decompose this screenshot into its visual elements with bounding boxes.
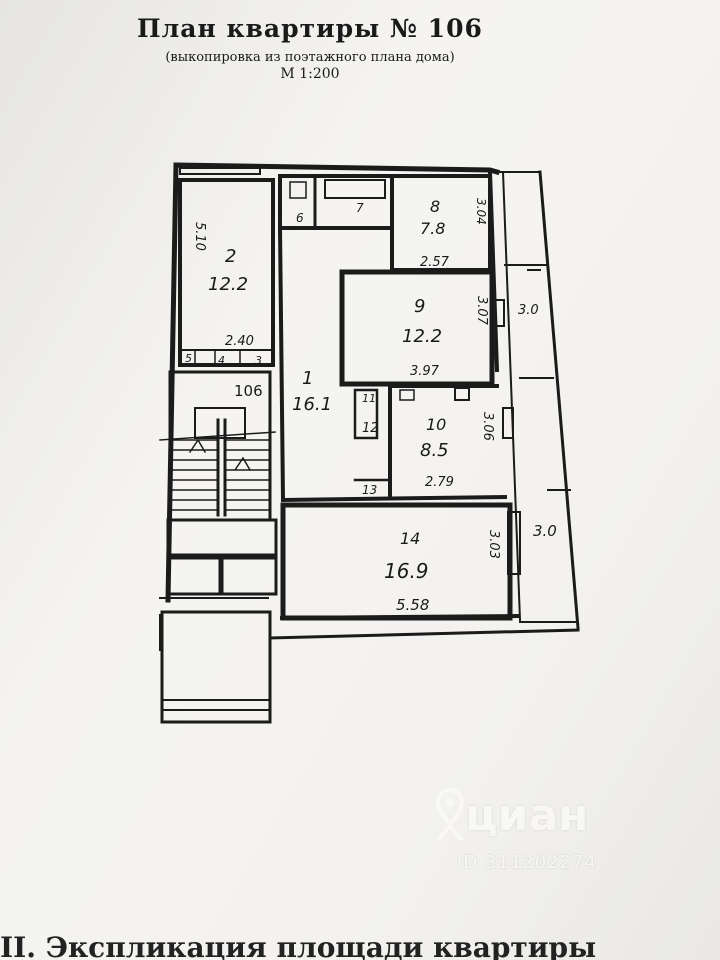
- room-6-number: 6: [296, 211, 304, 225]
- room-11-number: 11: [362, 392, 376, 405]
- room-3-number: 3: [255, 354, 262, 367]
- watermark-brand: циан: [465, 790, 589, 841]
- room-8-dim-b: 2.57: [420, 255, 450, 270]
- cian-watermark: циан ID 311202274: [425, 780, 685, 890]
- room-2-outline: [178, 178, 275, 367]
- room-1-area: 16.1: [292, 394, 332, 415]
- bottom-wall: [268, 628, 580, 640]
- plan-title: План квартиры № 106: [137, 14, 483, 43]
- plan-scale: М 1:200: [280, 66, 340, 82]
- balcony-upper-size: 3.0: [518, 303, 539, 318]
- room-8-number: 8: [430, 197, 440, 216]
- room-2-dim-a: 5.10: [192, 222, 207, 251]
- room-5-number: 5: [185, 352, 192, 365]
- balcony-lower-size: 3.0: [533, 522, 557, 540]
- location-pin-icon: [435, 787, 465, 842]
- entrance-porch: [160, 610, 272, 724]
- plan-subtitle: (выкопировка из поэтажного плана дома): [165, 50, 455, 65]
- room-8-area: 7.8: [420, 219, 445, 238]
- room-14-number: 14: [400, 529, 420, 548]
- room-12-number: 12: [362, 421, 379, 436]
- room-4-number: 4: [218, 354, 225, 367]
- exterior-right: [538, 170, 580, 630]
- room-7-number: 7: [356, 201, 364, 215]
- room-13-number: 13: [362, 483, 377, 497]
- room-9-dim-a: 3.07: [474, 296, 489, 326]
- room-8-dim-a: 3.04: [474, 198, 488, 225]
- room-14-area: 16.9: [384, 559, 429, 583]
- room-9-area: 12.2: [402, 326, 442, 347]
- room-2-dim-b: 2.40: [225, 334, 254, 349]
- room-9-number: 9: [414, 296, 425, 317]
- room-10-dim-a: 3.06: [480, 412, 495, 441]
- room-9-dim-b: 3.97: [410, 364, 440, 379]
- room-10-dim-b: 2.79: [425, 475, 454, 490]
- section-heading: II. Экспликация площади квартиры: [0, 931, 597, 960]
- room-10-number: 10: [426, 415, 446, 434]
- room-14-outline: [280, 502, 513, 621]
- room-14-dim-b: 5.58: [396, 596, 429, 614]
- apartment-number-label: 106: [234, 382, 263, 400]
- room-14-dim-a: 3.03: [486, 530, 501, 559]
- room-2-area: 12.2: [208, 274, 248, 295]
- room-1-number: 1: [302, 368, 313, 389]
- room-2-number: 2: [225, 246, 236, 267]
- exterior-right-inner: [501, 170, 522, 622]
- watermark-id: ID 311202274: [457, 852, 597, 873]
- room-10-area: 8.5: [420, 440, 449, 461]
